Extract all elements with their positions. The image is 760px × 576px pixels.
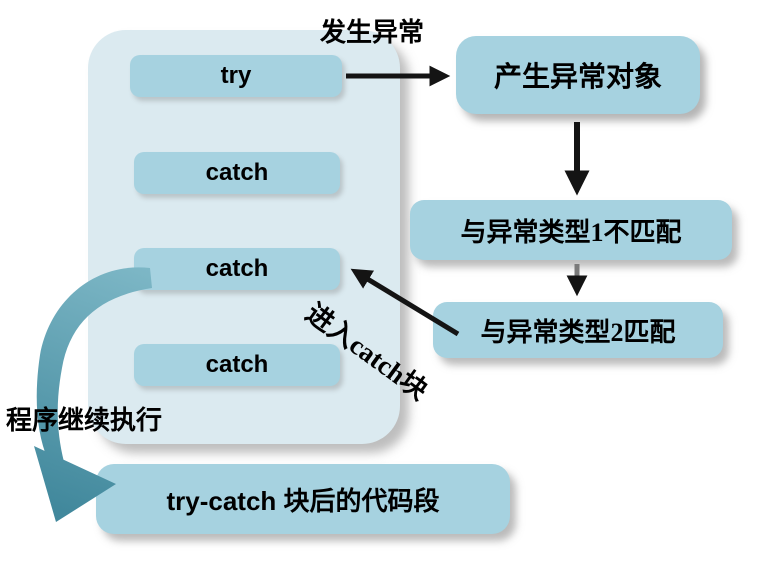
after-try-catch-box: try-catch 块后的代码段 <box>96 464 510 534</box>
program-continues-label: 程序继续执行 <box>6 406 163 435</box>
create-exception-box: 产生异常对象 <box>456 36 700 114</box>
catch-label-1: catch <box>205 159 269 186</box>
catch-label-3: catch <box>205 351 269 378</box>
type2-match-box: 与异常类型2匹配 <box>433 302 723 358</box>
catch-label-2: catch <box>205 255 269 282</box>
type1-no-match-label: 与异常类型1不匹配 <box>460 217 682 247</box>
try-label: try <box>220 62 252 89</box>
catch-block-2: catch <box>134 248 340 290</box>
exception-occurs-label: 发生异常 <box>320 18 425 47</box>
type1-no-match-box: 与异常类型1不匹配 <box>410 200 732 260</box>
catch-block-3: catch <box>134 344 340 386</box>
create-exception-label: 产生异常对象 <box>493 62 662 93</box>
type2-match-label: 与异常类型2匹配 <box>480 317 676 347</box>
catch-block-1: catch <box>134 152 340 194</box>
after-try-catch-label: try-catch 块后的代码段 <box>166 485 440 516</box>
try-block: try <box>130 55 342 97</box>
